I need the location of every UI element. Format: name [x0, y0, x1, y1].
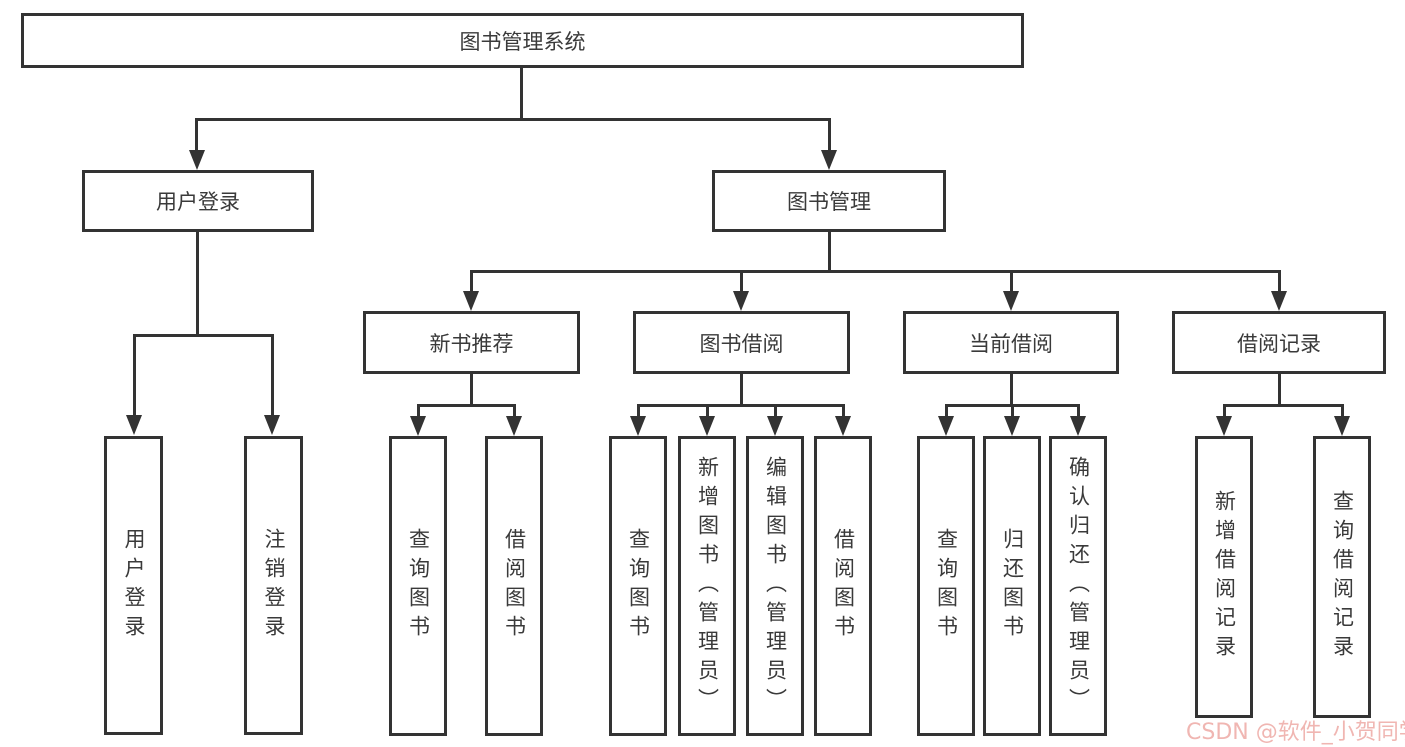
connector-line [1223, 404, 1226, 416]
leaf-borrow-books: 借阅图书 [814, 436, 872, 736]
node-user-login: 用户登录 [82, 170, 314, 232]
leaf-label: 归还图书 [1000, 528, 1025, 644]
arrow-head [1003, 291, 1019, 311]
leaf-query-borrow-record: 查询借阅记录 [1313, 436, 1371, 718]
connector-line [417, 404, 420, 416]
arrow-head [463, 291, 479, 311]
leaf-label: 借阅图书 [831, 528, 856, 644]
leaf-label: 查询图书 [934, 528, 959, 644]
connector-line [1011, 404, 1014, 416]
connector-line [520, 68, 523, 118]
node-root-system-label: 图书管理系统 [459, 29, 586, 54]
arrow-head [835, 416, 851, 436]
leaf-label: 确认归还（管理员） [1066, 455, 1091, 717]
node-book-borrow: 图书借阅 [633, 311, 850, 374]
arrow-head [410, 416, 426, 436]
connector-line [1224, 404, 1343, 407]
node-book-borrow-label: 图书借阅 [699, 331, 784, 356]
arrow-head [767, 416, 783, 436]
node-current-borrow: 当前借阅 [903, 311, 1119, 374]
leaf-add-borrow-record: 新增借阅记录 [1195, 436, 1253, 718]
node-new-book-recommend-label: 新书推荐 [429, 331, 514, 356]
connector-line [271, 334, 274, 415]
connector-line [828, 118, 831, 152]
leaf-query-books-current: 查询图书 [917, 436, 975, 736]
arrow-head [1004, 416, 1020, 436]
connector-line [1341, 404, 1344, 416]
arrow-head [506, 416, 522, 436]
leaf-label: 新增借阅记录 [1212, 490, 1237, 664]
leaf-return-books: 归还图书 [983, 436, 1041, 736]
node-new-book-recommend: 新书推荐 [363, 311, 580, 374]
connector-line [637, 404, 640, 416]
leaf-logout: 注销登录 [244, 436, 303, 735]
arrow-head [264, 415, 280, 435]
node-root-system: 图书管理系统 [21, 13, 1024, 68]
arrow-head [699, 416, 715, 436]
leaf-label: 查询图书 [626, 528, 651, 644]
connector-line [471, 270, 1281, 273]
connector-line [740, 270, 743, 291]
leaf-query-books-recommend: 查询图书 [389, 436, 447, 736]
connector-line [470, 374, 473, 404]
leaf-label: 查询图书 [406, 528, 431, 644]
leaf-confirm-return-admin: 确认归还（管理员） [1049, 436, 1107, 736]
connector-line [706, 404, 709, 416]
arrow-head [189, 150, 205, 170]
connector-line [133, 334, 136, 415]
connector-line [638, 404, 844, 407]
arrow-head [1271, 291, 1287, 311]
connector-line [1010, 270, 1013, 291]
leaf-label: 编辑图书（管理员） [763, 455, 788, 717]
connector-line [196, 232, 199, 334]
node-book-management: 图书管理 [712, 170, 946, 232]
leaf-user-login: 用户登录 [104, 436, 163, 735]
arrow-head [938, 416, 954, 436]
connector-line [1278, 374, 1281, 404]
arrow-head [126, 415, 142, 435]
leaf-label: 查询借阅记录 [1330, 490, 1355, 664]
connector-line [1010, 374, 1013, 404]
leaf-label: 新增图书（管理员） [695, 455, 720, 717]
node-user-login-label: 用户登录 [156, 190, 240, 214]
arrow-head [1216, 416, 1232, 436]
leaf-borrow-books-recommend: 借阅图书 [485, 436, 543, 736]
node-book-management-label: 图书管理 [787, 190, 871, 214]
connector-line [133, 334, 274, 337]
connector-line [1077, 404, 1080, 416]
leaf-label: 借阅图书 [502, 528, 527, 644]
leaf-add-books-admin: 新增图书（管理员） [678, 436, 736, 736]
node-borrow-records-label: 借阅记录 [1237, 331, 1321, 356]
leaf-query-books-borrow: 查询图书 [609, 436, 667, 736]
connector-line [842, 404, 845, 416]
connector-line [945, 404, 948, 416]
arrow-head [1334, 416, 1350, 436]
connector-line [774, 404, 777, 416]
connector-line [470, 270, 473, 291]
leaf-logout-label: 注销登录 [262, 527, 286, 644]
leaf-edit-books-admin: 编辑图书（管理员） [746, 436, 804, 736]
connector-line [740, 374, 743, 404]
connector-line [513, 404, 516, 416]
arrow-head [733, 291, 749, 311]
csdn-watermark: CSDN @软件_小贺同学 [1186, 720, 1405, 745]
connector-line [196, 118, 831, 121]
leaf-user-login-label: 用户登录 [122, 527, 146, 644]
connector-line [195, 118, 198, 152]
arrow-head [630, 416, 646, 436]
arrow-head [821, 150, 837, 170]
connector-line [828, 232, 831, 270]
connector-line [418, 404, 515, 407]
connector-line [1278, 270, 1281, 291]
arrow-head [1070, 416, 1086, 436]
node-borrow-records: 借阅记录 [1172, 311, 1386, 374]
node-current-borrow-label: 当前借阅 [969, 331, 1053, 356]
